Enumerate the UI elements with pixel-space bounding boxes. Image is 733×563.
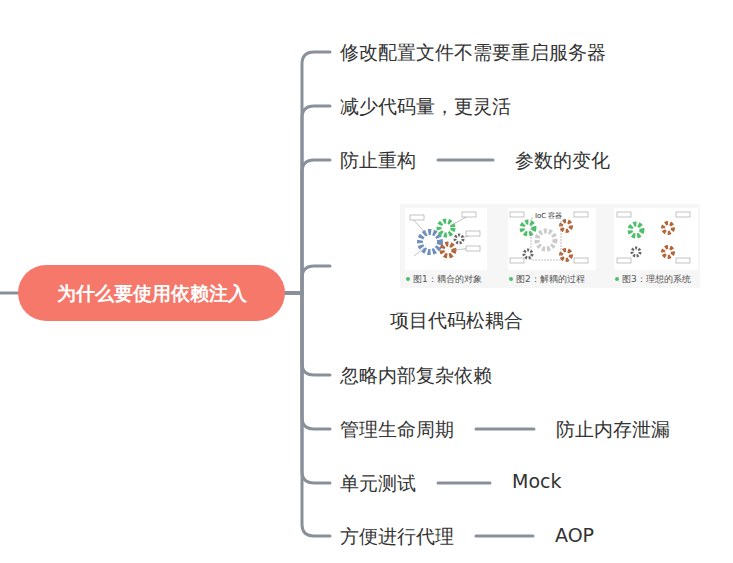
decoupling-illustration [400, 204, 700, 288]
topic-text: 防止内存泄漏 [546, 415, 680, 443]
topic-label: 参数的变化 [515, 148, 610, 172]
topic-label: AOP [555, 523, 594, 547]
topic-label: 单元测试 [340, 471, 416, 495]
topic-text: 管理生命周期 [330, 415, 464, 443]
topic-text: 参数的变化 [505, 146, 620, 174]
branch-line [438, 482, 490, 485]
root-topic: 为什么要使用依赖注入 [18, 265, 285, 321]
branch-line [285, 293, 330, 375]
topic-label: 防止内存泄漏 [556, 417, 670, 441]
branch-line [476, 428, 534, 431]
topic-label: 方便进行代理 [340, 524, 454, 548]
branch-line [285, 266, 330, 293]
figure-caption: 图3：理想的系统 [622, 274, 691, 285]
topic-text: 忽略内部复杂依赖 [330, 361, 502, 389]
lead-line [0, 292, 20, 295]
branch-line [285, 106, 330, 293]
topic-text: 方便进行代理 [330, 522, 464, 550]
topic-text: 减少代码量，更灵活 [330, 92, 521, 120]
branch-line [285, 160, 330, 293]
figure-caption: 图1：耦合的对象 [413, 274, 482, 285]
branch-line [285, 293, 330, 429]
topic-text: Mock [502, 467, 571, 495]
topic-text: 单元测试 [330, 469, 426, 497]
container-label: IoC 容器 [534, 212, 563, 220]
topic-text: 修改配置文件不需要重启服务器 [330, 38, 616, 66]
branch-line [285, 52, 330, 293]
topic-label: 防止重构 [340, 148, 416, 172]
topic-text: AOP [545, 521, 604, 549]
topic-label: Mock [512, 469, 561, 493]
topic-label: 项目代码松耦合 [390, 308, 523, 332]
branch-line [285, 293, 330, 483]
topic-label: 管理生命周期 [340, 417, 454, 441]
topic-label: 为什么要使用依赖注入 [57, 281, 247, 305]
branch-line [285, 293, 330, 536]
topic-label: 忽略内部复杂依赖 [340, 363, 492, 387]
branch-line [438, 159, 493, 162]
topic-label: 减少代码量，更灵活 [340, 94, 511, 118]
image-topic: 项目代码松耦合 [330, 200, 710, 340]
topic-text: 防止重构 [330, 146, 426, 174]
branch-line [476, 535, 533, 538]
figure-caption: 图2：解耦的过程 [516, 274, 585, 285]
topic-label: 修改配置文件不需要重启服务器 [340, 40, 606, 64]
